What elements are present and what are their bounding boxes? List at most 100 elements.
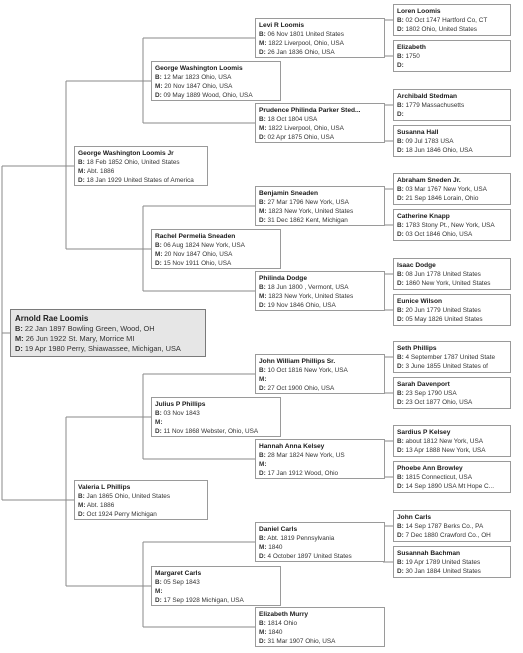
born-value: 02 Oct 1747 Hartford Co, CT <box>405 17 488 24</box>
died-value: 31 Mar 1907 Ohio, USA <box>267 638 336 645</box>
person-died-row: D: <box>397 110 507 119</box>
person-died-row: D: 3 June 1855 United States of <box>397 362 507 371</box>
person-card-abraham[interactable]: Abraham Sneden Jr.B: 03 Mar 1767 New Yor… <box>393 173 511 205</box>
died-label: D: <box>259 134 266 141</box>
married-label: M: <box>155 83 163 90</box>
died-value: 3 June 1855 United States of <box>405 363 488 370</box>
person-name: Phoebe Ann Browley <box>397 465 463 472</box>
person-name: Seth Phillips <box>397 345 437 352</box>
born-label: B: <box>397 354 404 361</box>
born-value: 4 September 1787 United State <box>405 354 496 361</box>
born-label: B: <box>397 523 404 530</box>
died-label: D: <box>259 385 266 392</box>
person-born-row: B: 03 Mar 1767 New York, USA <box>397 185 507 194</box>
died-value: 17 Jan 1912 Wood, Ohio <box>267 470 339 477</box>
born-label: B: <box>155 410 162 417</box>
person-name: Valeria L Phillips <box>78 484 131 491</box>
born-value: 06 Aug 1824 New York, USA <box>163 242 245 249</box>
born-label: B: <box>15 324 23 333</box>
person-died-row: D: 13 Apr 1888 New York, USA <box>397 446 507 455</box>
person-card-prudence[interactable]: Prudence Philinda Parker Sted...B: 18 Oc… <box>255 103 385 143</box>
died-label: D: <box>397 532 404 539</box>
died-label: D: <box>155 597 162 604</box>
born-value: 05 Sep 1843 <box>163 579 200 586</box>
person-married-row: M: Abt. 1886 <box>78 167 204 176</box>
died-label: D: <box>259 638 266 645</box>
person-born-row: B: 27 Mar 1796 New York, USA <box>259 198 381 207</box>
died-label: D: <box>259 553 266 560</box>
born-label: B: <box>397 222 404 229</box>
person-name: Abraham Sneden Jr. <box>397 177 461 184</box>
person-died-row: D: 18 Jun 1846 Ohio, USA <box>397 146 507 155</box>
married-label: M: <box>259 293 267 300</box>
person-name: Elizabeth Murry <box>259 611 309 618</box>
born-label: B: <box>259 116 266 123</box>
person-married-row: M: <box>155 418 277 427</box>
died-value: 31 Dec 1862 Kent, Michigan <box>267 217 348 224</box>
person-name: Daniel Carls <box>259 526 298 533</box>
born-value: 03 Mar 1767 New York, USA <box>405 186 487 193</box>
died-label: D: <box>397 316 404 323</box>
person-born-row: B: 05 Sep 1843 <box>155 578 277 587</box>
died-value: 14 Sep 1890 USA Mt Hope C... <box>405 483 494 490</box>
married-value: 20 Nov 1847 Ohio, USA <box>164 83 233 90</box>
person-name: Rachel Permelia Sneaden <box>155 233 236 240</box>
died-value: 15 Nov 1911 Ohio, USA <box>163 260 232 267</box>
person-born-row: B: 1779 Massachusetts <box>397 101 507 110</box>
born-value: 28 Mar 1824 New York, US <box>267 452 345 459</box>
person-name: Arnold Rae Loomis <box>15 314 89 323</box>
person-born-row: B: 14 Sep 1787 Berks Co., PA <box>397 522 507 531</box>
married-value: 1840 <box>268 629 283 636</box>
born-label: B: <box>397 307 404 314</box>
married-label: M: <box>259 376 267 383</box>
person-born-row: B: Abt. 1819 Pennsylvania <box>259 534 381 543</box>
person-name: Isaac Dodge <box>397 262 436 269</box>
person-died-row: D: Oct 1924 Perry Michigan <box>78 510 204 519</box>
died-label: D: <box>155 92 162 99</box>
person-card-jwp[interactable]: John William Phillips Sr.B: 10 Oct 1816 … <box>255 354 385 394</box>
died-value: 1860 New York, United States <box>405 280 491 287</box>
person-name: Julius P Phillips <box>155 401 206 408</box>
born-label: B: <box>397 138 404 145</box>
born-label: B: <box>259 620 266 627</box>
person-died-row: D: 05 May 1826 United States <box>397 315 507 324</box>
person-died-row: D: 1802 Ohio, United States <box>397 25 507 34</box>
died-label: D: <box>397 280 404 287</box>
person-name: Loren Loomis <box>397 8 441 15</box>
married-value: 1840 <box>268 544 283 551</box>
person-name: Hannah Anna Kelsey <box>259 443 325 450</box>
died-value: 13 Apr 1888 New York, USA <box>405 447 486 454</box>
person-died-row: D: 27 Oct 1900 Ohio, USA <box>259 384 381 393</box>
person-name: Catherine Knapp <box>397 213 450 220</box>
died-value: 4 October 1897 United States <box>267 553 352 560</box>
died-value: 03 Oct 1846 Ohio, USA <box>405 231 473 238</box>
person-died-row: D: 03 Oct 1846 Ohio, USA <box>397 230 507 239</box>
died-label: D: <box>397 363 404 370</box>
